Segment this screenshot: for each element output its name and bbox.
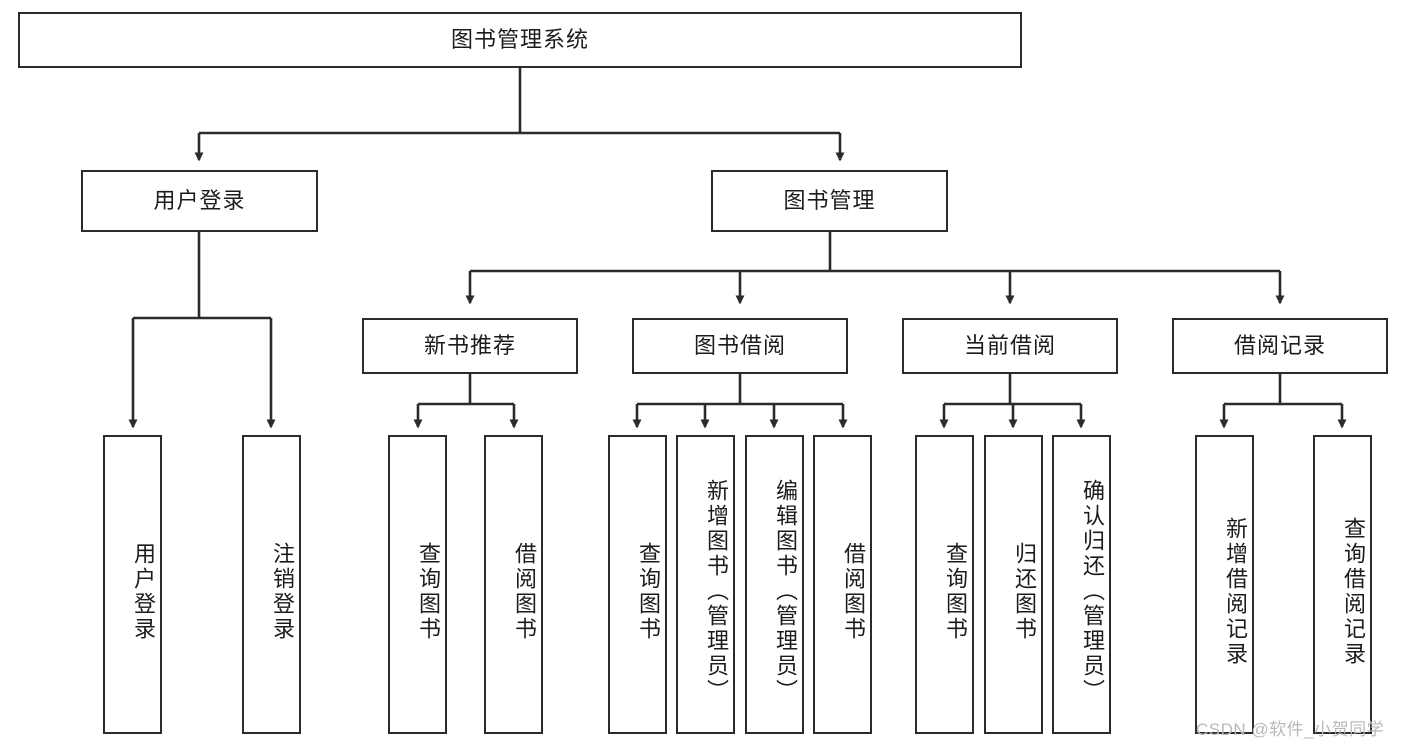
node-user-login-label: 用户登录 bbox=[153, 187, 246, 213]
node-book-borrow[interactable]: 图书借阅 bbox=[632, 318, 848, 374]
node-new-book-recommend-label: 新书推荐 bbox=[423, 332, 516, 358]
node-current-borrow-label: 当前借阅 bbox=[963, 332, 1056, 358]
node-leaf-query-record[interactable]: 查询借阅记录 bbox=[1313, 435, 1372, 734]
node-leaf-add-record-label: 新增借阅记录 bbox=[1223, 516, 1248, 667]
node-leaf-borrow-book-2-label: 借阅图书 bbox=[841, 541, 866, 642]
node-leaf-query-book-3[interactable]: 查询图书 bbox=[915, 435, 974, 734]
node-leaf-borrow-book-1[interactable]: 借阅图书 bbox=[484, 435, 543, 734]
node-leaf-edit-book-label: 编辑图书（管理员） bbox=[773, 479, 798, 704]
node-leaf-query-book-1[interactable]: 查询图书 bbox=[388, 435, 447, 734]
csdn-watermark: CSDN @软件_小贺同学 bbox=[1196, 720, 1385, 739]
node-leaf-return-book[interactable]: 归还图书 bbox=[984, 435, 1043, 734]
node-borrow-record[interactable]: 借阅记录 bbox=[1172, 318, 1388, 374]
node-leaf-query-book-3-label: 查询图书 bbox=[943, 541, 968, 642]
node-leaf-logout-login[interactable]: 注销登录 bbox=[242, 435, 301, 734]
node-borrow-record-label: 借阅记录 bbox=[1233, 332, 1326, 358]
node-leaf-confirm-return[interactable]: 确认归还（管理员） bbox=[1052, 435, 1111, 734]
node-leaf-query-book-2[interactable]: 查询图书 bbox=[608, 435, 667, 734]
node-book-manage[interactable]: 图书管理 bbox=[711, 170, 948, 232]
node-leaf-confirm-return-label: 确认归还（管理员） bbox=[1080, 479, 1105, 704]
node-leaf-query-book-2-label: 查询图书 bbox=[636, 541, 661, 642]
node-user-login[interactable]: 用户登录 bbox=[81, 170, 318, 232]
node-leaf-user-login-label: 用户登录 bbox=[131, 541, 156, 642]
node-leaf-borrow-book-2[interactable]: 借阅图书 bbox=[813, 435, 872, 734]
node-leaf-add-book[interactable]: 新增图书（管理员） bbox=[676, 435, 735, 734]
node-root[interactable]: 图书管理系统 bbox=[18, 12, 1022, 68]
node-leaf-query-book-1-label: 查询图书 bbox=[416, 541, 441, 642]
node-current-borrow[interactable]: 当前借阅 bbox=[902, 318, 1118, 374]
node-leaf-borrow-book-1-label: 借阅图书 bbox=[512, 541, 537, 642]
node-book-manage-label: 图书管理 bbox=[783, 187, 876, 213]
node-leaf-logout-login-label: 注销登录 bbox=[270, 541, 295, 642]
node-leaf-return-book-label: 归还图书 bbox=[1012, 541, 1037, 642]
node-leaf-user-login[interactable]: 用户登录 bbox=[103, 435, 162, 734]
node-leaf-edit-book[interactable]: 编辑图书（管理员） bbox=[745, 435, 804, 734]
node-new-book-recommend[interactable]: 新书推荐 bbox=[362, 318, 578, 374]
node-leaf-query-record-label: 查询借阅记录 bbox=[1341, 516, 1366, 667]
node-book-borrow-label: 图书借阅 bbox=[693, 332, 786, 358]
node-root-label: 图书管理系统 bbox=[450, 26, 589, 52]
node-leaf-add-record[interactable]: 新增借阅记录 bbox=[1195, 435, 1254, 734]
node-leaf-add-book-label: 新增图书（管理员） bbox=[704, 479, 729, 704]
